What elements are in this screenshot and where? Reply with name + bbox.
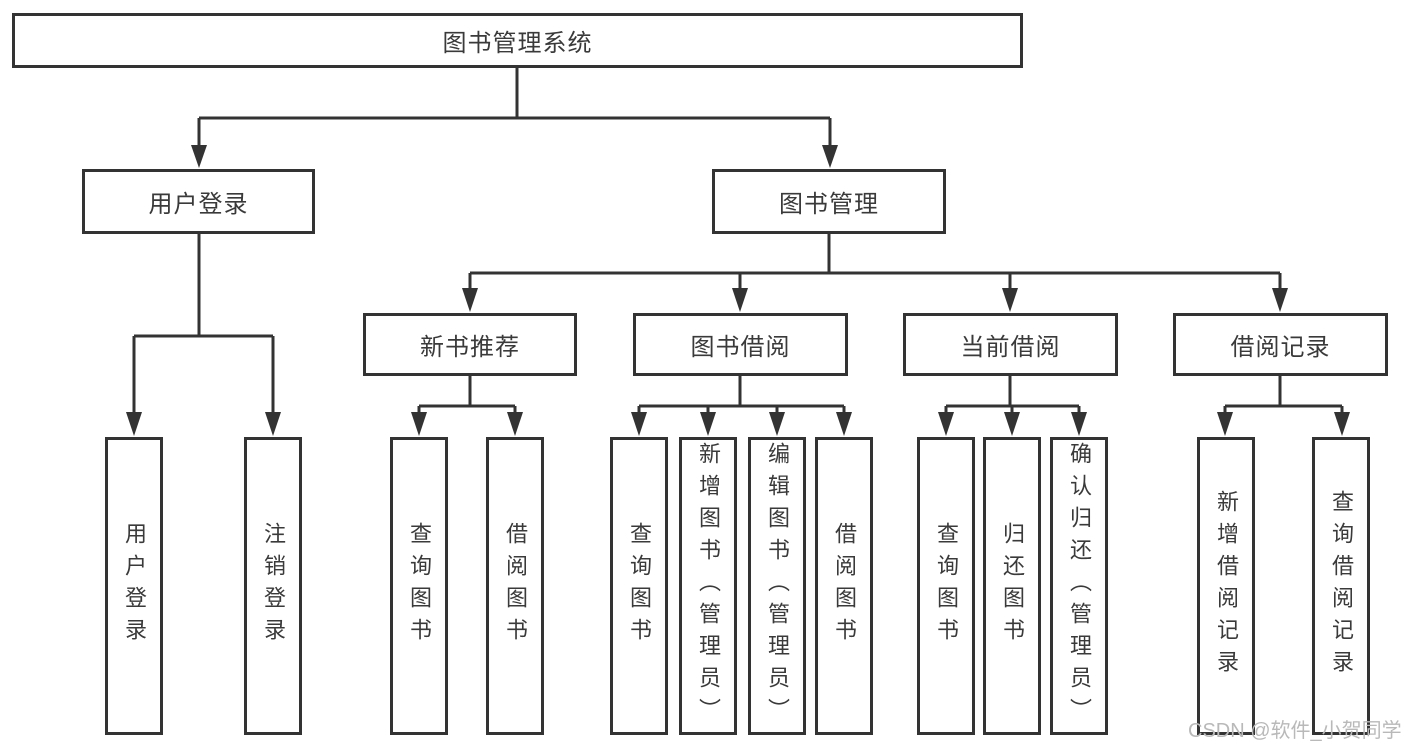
leaf-borrow-query-books-label: 查询图书 (627, 522, 652, 650)
connector-root-to-level2 (197, 68, 832, 146)
leaf-records-add-record: 新增借阅记录 (1197, 437, 1255, 735)
leaf-current-confirm-return-admin: 确认归还（管理员） (1050, 437, 1108, 735)
connector-current-to-leaves (944, 376, 1081, 413)
node-book-management-group: 图书管理 (712, 169, 946, 234)
leaf-current-query-books-label: 查询图书 (934, 522, 959, 650)
node-borrowing-records-label: 借阅记录 (1230, 334, 1331, 361)
node-current-borrowing: 当前借阅 (903, 313, 1118, 376)
node-root-label: 图书管理系统 (442, 30, 593, 57)
arrowheads-records-to-leaves (1217, 412, 1350, 436)
csdn-watermark: CSDN @软件_小贺同学 (1188, 720, 1402, 742)
connector-records-to-leaves (1223, 376, 1344, 413)
leaf-borrow-edit-books-admin-label: 编辑图书（管理员） (765, 442, 790, 730)
leaf-current-query-books: 查询图书 (917, 437, 975, 735)
arrowheads-recommend-to-leaves (411, 412, 523, 436)
node-current-borrowing-label: 当前借阅 (960, 334, 1061, 361)
leaf-borrow-add-books-admin: 新增图书（管理员） (679, 437, 737, 735)
arrowheads-current-to-leaves (938, 412, 1087, 436)
leaf-borrow-borrow-books: 借阅图书 (815, 437, 873, 735)
leaf-borrow-query-books: 查询图书 (610, 437, 668, 735)
leaf-recommend-borrow-books: 借阅图书 (486, 437, 544, 735)
leaf-records-query-record-label: 查询借阅记录 (1329, 490, 1354, 682)
connector-recommend-to-leaves (417, 376, 517, 413)
leaf-current-confirm-return-admin-label: 确认归还（管理员） (1067, 442, 1092, 730)
node-borrowing-records: 借阅记录 (1173, 313, 1388, 376)
connector-borrow-to-leaves (637, 376, 846, 413)
node-root-library-system: 图书管理系统 (12, 13, 1023, 68)
node-new-book-recommend-label: 新书推荐 (420, 334, 520, 361)
leaf-current-return-books-label: 归还图书 (1000, 522, 1025, 650)
leaf-records-query-record: 查询借阅记录 (1312, 437, 1370, 735)
leaf-logout: 注销登录 (244, 437, 302, 735)
leaf-recommend-borrow-books-label: 借阅图书 (503, 522, 528, 650)
leaf-logout-label: 注销登录 (261, 522, 286, 650)
connector-management-to-level3 (468, 234, 1282, 289)
leaf-user-login-label: 用户登录 (122, 522, 147, 650)
leaf-recommend-query-books: 查询图书 (390, 437, 448, 735)
arrowheads-root-to-level2 (191, 145, 838, 168)
arrowheads-login-to-leaves (126, 412, 281, 436)
leaf-user-login: 用户登录 (105, 437, 163, 735)
arrowheads-management-to-level3 (462, 288, 1288, 312)
node-book-management-label: 图书管理 (779, 191, 879, 218)
leaf-current-return-books: 归还图书 (983, 437, 1041, 735)
node-user-login-label: 用户登录 (148, 191, 249, 218)
node-book-borrowing: 图书借阅 (633, 313, 848, 376)
node-user-login-group: 用户登录 (82, 169, 315, 234)
leaf-records-add-record-label: 新增借阅记录 (1214, 490, 1239, 682)
connector-login-to-leaves (132, 234, 275, 413)
leaf-borrow-add-books-admin-label: 新增图书（管理员） (696, 442, 721, 730)
leaf-recommend-query-books-label: 查询图书 (407, 522, 432, 650)
arrowheads-borrow-to-leaves (631, 412, 852, 436)
leaf-borrow-borrow-books-label: 借阅图书 (832, 522, 857, 650)
leaf-borrow-edit-books-admin: 编辑图书（管理员） (748, 437, 806, 735)
node-book-borrowing-label: 图书借阅 (690, 334, 791, 361)
node-new-book-recommend: 新书推荐 (363, 313, 577, 376)
